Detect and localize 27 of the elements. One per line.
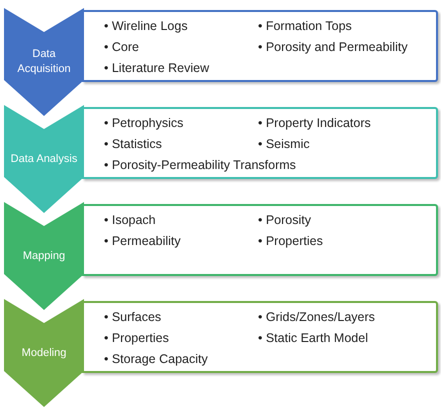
bullet-item: • Isopach: [104, 212, 156, 229]
stage-label: Mapping: [22, 248, 66, 264]
bullet-item: • Porosity: [258, 212, 312, 229]
stage-label: Modeling: [20, 346, 68, 360]
bullet-item: • Static Earth Model: [258, 330, 368, 347]
content-box: [82, 10, 438, 82]
bullet-item: • Surfaces: [104, 309, 162, 326]
content-box: [82, 107, 438, 179]
bullet-item: • Seismic: [258, 136, 310, 153]
bullet-item: • Formation Tops: [258, 18, 352, 35]
bullet-item: • Porosity-Permeability Transforms: [104, 157, 296, 174]
bullet-item: • Storage Capacity: [104, 351, 208, 368]
stage-label: Data Acquisition: [16, 47, 72, 77]
bullet-item: • Grids/Zones/Layers: [258, 309, 375, 326]
bullet-item: • Properties: [258, 233, 323, 250]
content-box: [82, 301, 438, 373]
bullet-item: • Porosity and Permeability: [258, 39, 408, 56]
bullet-item: • Literature Review: [104, 60, 210, 77]
stage-label: Data Analysis: [10, 152, 78, 166]
bullet-item: • Core: [104, 39, 139, 56]
bullet-item: • Properties: [104, 330, 169, 347]
bullet-item: • Permeability: [104, 233, 181, 250]
bullet-item: • Statistics: [104, 136, 162, 153]
bullet-item: • Property Indicators: [258, 115, 371, 132]
bullet-item: • Petrophysics: [104, 115, 184, 132]
bullet-item: • Wireline Logs: [104, 18, 188, 35]
content-box: [82, 204, 438, 276]
